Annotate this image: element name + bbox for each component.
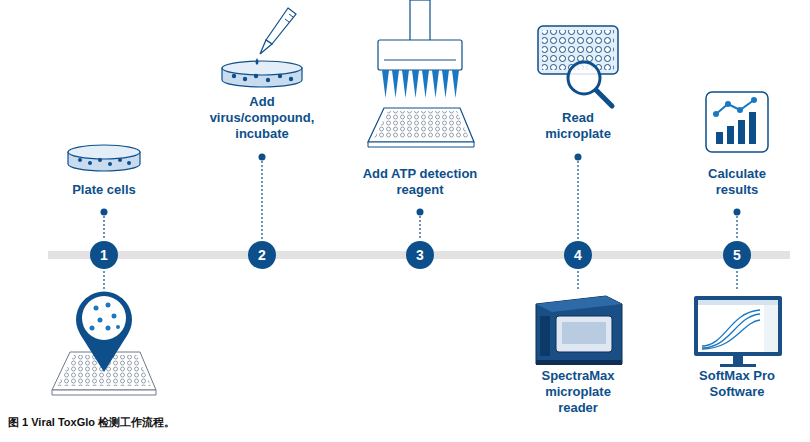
step-label: Add ATP detection reagent [350, 166, 490, 198]
timeline-segment [592, 255, 723, 256]
step-circle: 3 [406, 241, 434, 269]
timeline-segment [276, 255, 406, 256]
step-label: Add virus/compound, incubate [202, 94, 322, 142]
step-label: Calculate results [695, 166, 779, 198]
petri-dish [68, 145, 140, 171]
plate-reader [536, 296, 622, 365]
plate-magnifier [538, 26, 618, 106]
step-label: Read microplate [532, 110, 624, 142]
step-number: 3 [416, 248, 424, 262]
plate-pin [52, 292, 156, 395]
step-circle: 2 [248, 241, 276, 269]
step-circle: 4 [564, 241, 592, 269]
chart-icon [706, 92, 768, 152]
timeline-stub [48, 251, 92, 259]
step-number: 2 [258, 248, 266, 262]
step-number: 4 [574, 248, 582, 262]
timeline-stub [749, 251, 790, 259]
petri-dish-pipette [222, 8, 302, 87]
step-label: Plate cells [44, 182, 164, 198]
timeline-segment [434, 255, 564, 256]
step-number: 1 [100, 248, 108, 262]
software-monitor [694, 296, 782, 367]
multichannel-pipette [378, 0, 462, 98]
instrument-label: SpectraMax microplate reader [528, 368, 628, 416]
step-circle: 5 [723, 241, 751, 269]
figure-caption: 图 1 Viral ToxGlo 检测工作流程。 [8, 415, 175, 429]
timeline-segment [118, 255, 248, 256]
instrument-label: SoftMax Pro Software [685, 368, 789, 400]
leader-lines [104, 157, 737, 290]
step-circle: 1 [90, 241, 118, 269]
microplate [368, 108, 474, 147]
leader-dots [101, 154, 741, 216]
step-number: 5 [733, 248, 741, 262]
